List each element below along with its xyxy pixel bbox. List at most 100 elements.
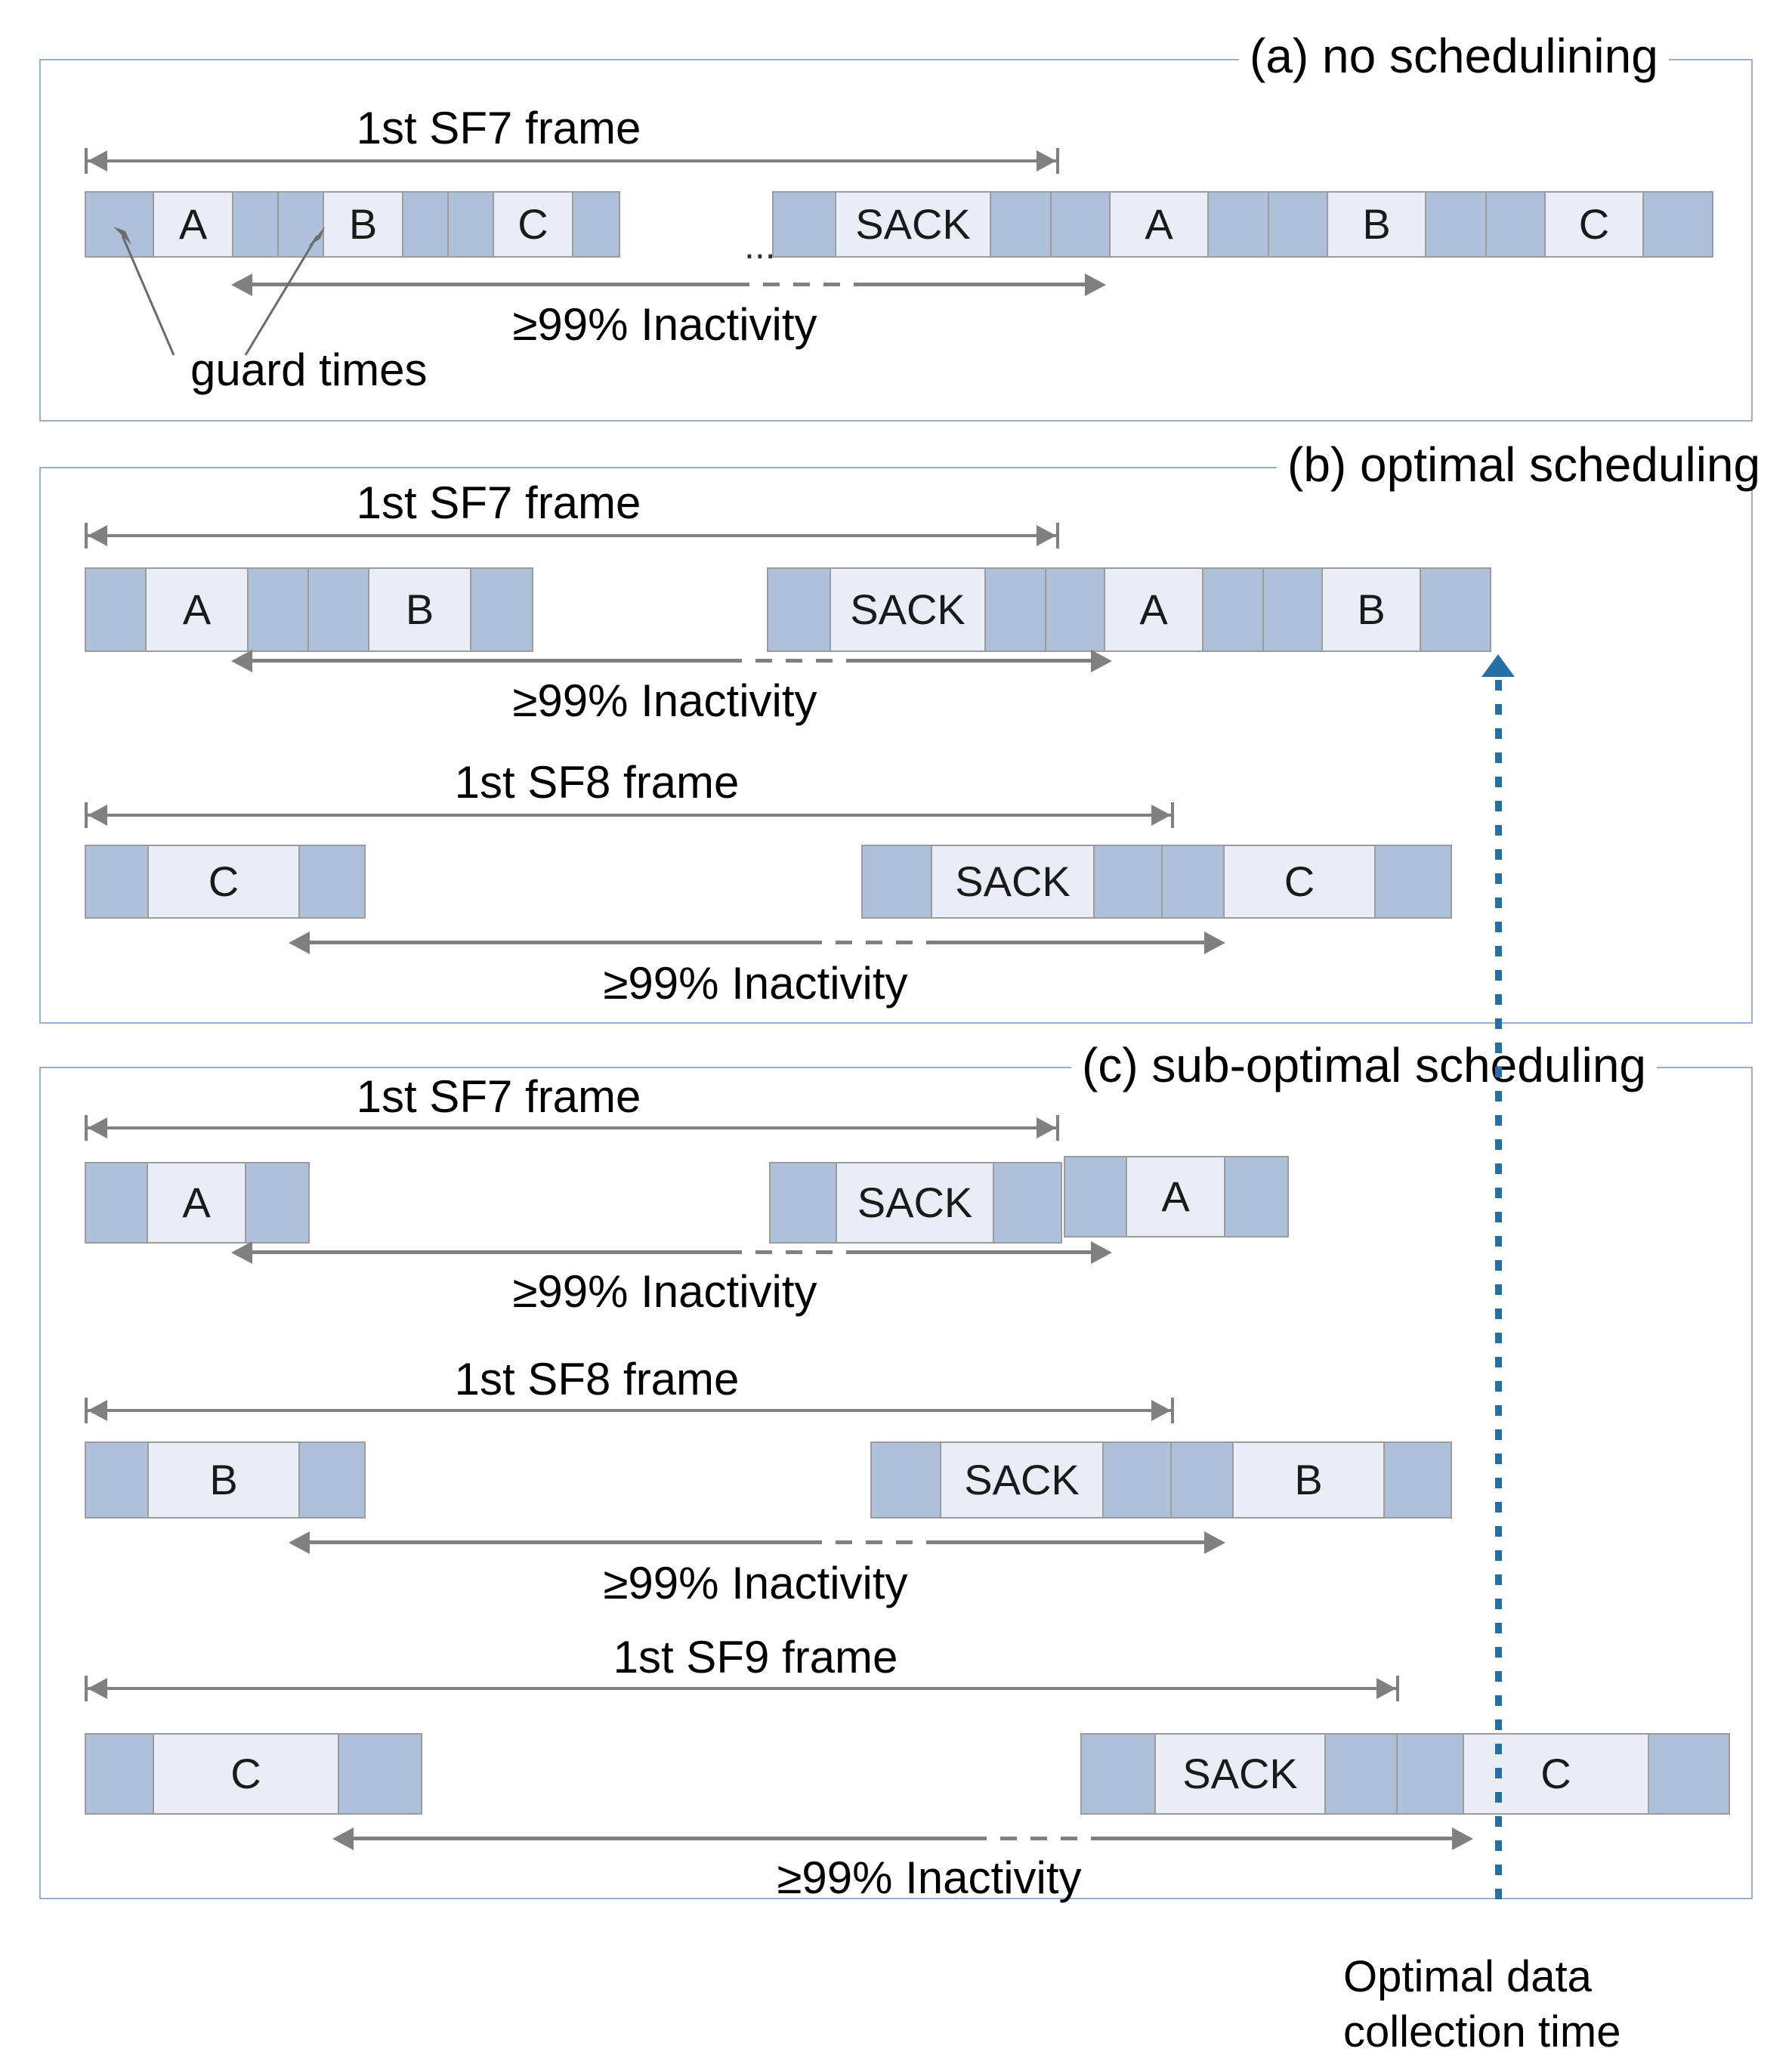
guard-cell (86, 569, 147, 650)
guard-cell (872, 1443, 941, 1517)
guard-cell (86, 193, 154, 256)
dim-arrowhead-right (1037, 1117, 1056, 1139)
guard-cell (86, 1443, 149, 1517)
dim-bar (85, 1687, 1399, 1690)
arrow-segment-left (351, 1837, 970, 1840)
guard-cell (403, 193, 449, 256)
payload-cell: SACK (837, 1163, 994, 1242)
payload-cell: C (154, 1735, 339, 1813)
guard-cell (1421, 569, 1490, 650)
guard-cell (309, 569, 369, 650)
block-group: SACK C (1080, 1733, 1730, 1815)
guard-cell (1052, 193, 1111, 256)
arrowhead-left (231, 1241, 252, 1264)
arrowhead-right (1204, 1531, 1225, 1554)
inactivity-arrow (231, 646, 1112, 676)
block-group: SACK C (861, 845, 1452, 919)
arrow-dashed-gap (805, 1540, 934, 1544)
guard-cell (1649, 1735, 1729, 1813)
arrow-segment-left (249, 1250, 725, 1254)
guard-cell (86, 1163, 148, 1242)
dim-arrowhead-right (1151, 805, 1171, 826)
dim-arrow-a-sf7 (85, 145, 1059, 175)
payload-cell: A (148, 1163, 246, 1242)
panel-b (39, 467, 1753, 1024)
dim-arrowhead-right (1037, 525, 1056, 546)
payload-cell: B (1323, 569, 1421, 650)
panel-a-title: (a) no schedulining (1239, 32, 1669, 80)
inactivity-label-a: ≥99% Inactivity (512, 299, 817, 350)
frame-label-a-sf7: 1st SF7 frame (356, 103, 641, 153)
frame-label-b-sf7: 1st SF7 frame (356, 477, 641, 528)
arrow-dashed-gap (733, 283, 867, 286)
guard-cell (1264, 569, 1323, 650)
dim-arrow-b-sf7 (85, 520, 1059, 550)
payload-cell: C (149, 846, 300, 917)
guard-cell (86, 1735, 154, 1813)
arrowhead-left (231, 650, 252, 672)
payload-cell: SACK (932, 846, 1095, 917)
arrow-segment-right (1105, 1837, 1455, 1840)
inactivity-arrow (231, 1237, 1112, 1268)
frame-label-c-sf7: 1st SF7 frame (356, 1071, 641, 1122)
block-group: A (1064, 1156, 1289, 1237)
dim-arrowhead-left (88, 525, 107, 546)
dim-arrow-c-sf8 (85, 1395, 1174, 1425)
dim-arrowhead-left (88, 150, 107, 171)
guard-cell (1225, 1157, 1287, 1236)
guard-cell (1203, 569, 1264, 650)
guard-cell (1385, 1443, 1451, 1517)
payload-cell: B (324, 193, 403, 256)
frame-label-c-sf8: 1st SF8 frame (454, 1354, 740, 1404)
arrow-segment-left (307, 1540, 805, 1544)
block-group: SACK (769, 1162, 1062, 1244)
guard-cell (1163, 846, 1225, 917)
arrow-dashed-gap (725, 1250, 860, 1254)
payload-cell: A (147, 569, 249, 650)
payload-cell: B (149, 1443, 300, 1517)
guard-cell (991, 193, 1052, 256)
guard-cell (771, 1163, 837, 1242)
guard-cell (339, 1735, 421, 1813)
dim-arrow-b-sf8 (85, 799, 1174, 830)
guard-cell (1644, 193, 1712, 256)
guard-cell (246, 1163, 308, 1242)
guard-cell (774, 193, 836, 256)
inactivity-label-b-sf7: ≥99% Inactivity (512, 675, 817, 726)
guard-cell (1082, 1735, 1156, 1813)
block-group: SACK B (870, 1441, 1452, 1519)
inactivity-arrow (332, 1824, 1473, 1854)
guard-cell (1326, 1735, 1398, 1813)
guard-cell (279, 193, 324, 256)
guard-times-label: guard times (190, 344, 428, 395)
arrowhead-right (1085, 273, 1106, 296)
guard-cell (1104, 1443, 1172, 1517)
dim-arrow-c-sf9 (85, 1673, 1399, 1703)
inactivity-label-c-sf8: ≥99% Inactivity (603, 1558, 908, 1608)
dim-arrowhead-right (1376, 1678, 1396, 1699)
payload-cell: C (1225, 846, 1376, 917)
block-group: A (85, 1162, 310, 1244)
guard-cell (994, 1163, 1061, 1242)
guard-cell (1172, 1443, 1234, 1517)
frame-label-c-sf9: 1st SF9 frame (613, 1632, 898, 1682)
inactivity-label-c-sf9: ≥99% Inactivity (777, 1852, 1082, 1903)
inactivity-arrow (231, 270, 1106, 300)
payload-cell: B (1234, 1443, 1385, 1517)
guard-cell (863, 846, 932, 917)
payload-cell: B (369, 569, 471, 650)
arrow-segment-right (867, 283, 1088, 286)
arrow-dashed-gap (970, 1837, 1105, 1840)
arrow-segment-left (249, 283, 733, 286)
payload-cell: A (154, 193, 233, 256)
guard-cell (1426, 193, 1487, 256)
arrow-dashed-gap (725, 659, 860, 663)
dim-bar (85, 1126, 1059, 1129)
arrow-segment-right (934, 941, 1207, 944)
guard-cell (986, 569, 1046, 650)
payload-cell: SACK (1156, 1735, 1326, 1813)
block-group: C (85, 1733, 422, 1815)
guard-cell (86, 846, 149, 917)
optimal-time-marker-line (1495, 680, 1502, 1904)
